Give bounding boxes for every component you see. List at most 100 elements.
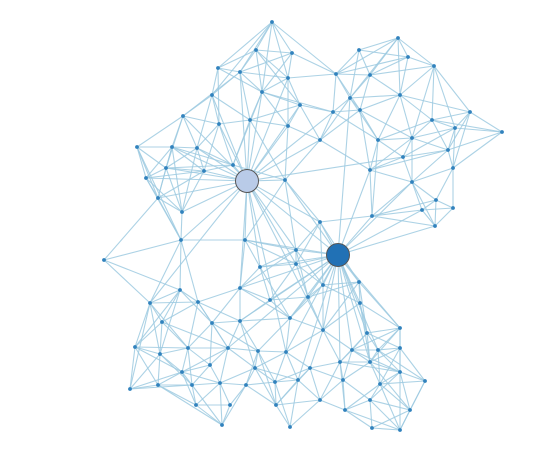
graph-edge	[187, 301, 199, 349]
graph-edge	[332, 111, 379, 141]
graph-edge	[239, 180, 248, 289]
graph-node	[216, 66, 220, 70]
graph-edge	[369, 371, 401, 401]
graph-node	[128, 387, 132, 391]
graph-edge	[217, 49, 257, 69]
graph-edge	[377, 137, 413, 141]
graph-edge	[246, 91, 263, 182]
graph-edge	[289, 399, 321, 428]
graph-edge	[136, 115, 184, 148]
graph-edge	[344, 409, 373, 429]
graph-node	[283, 178, 287, 182]
graph-edge	[246, 180, 339, 256]
graph-node	[179, 238, 183, 242]
graph-node	[160, 320, 164, 324]
graph-edge	[195, 382, 221, 406]
graph-edge	[399, 94, 433, 121]
graph-edge	[255, 49, 289, 79]
graph-edge	[335, 73, 371, 76]
graph-node	[210, 93, 214, 97]
graph-edge	[157, 146, 173, 199]
graph-node	[290, 51, 294, 55]
graph-edge	[211, 67, 219, 96]
graph-edge	[295, 263, 309, 298]
graph-node	[368, 73, 372, 77]
graph-edge	[196, 147, 234, 166]
graph-edge	[411, 181, 437, 201]
graph-edge	[431, 65, 435, 121]
graph-edge	[319, 399, 346, 411]
graph-edge	[187, 347, 211, 366]
graph-edge	[339, 361, 401, 373]
graph-edge	[181, 371, 193, 386]
graph-edge	[254, 351, 287, 369]
graph-edge	[371, 409, 411, 429]
graph-edge	[149, 180, 248, 304]
graph-edge	[197, 287, 241, 303]
graph-edge	[289, 379, 299, 428]
graph-edge	[369, 169, 373, 217]
graph-edge	[157, 353, 161, 386]
graph-node	[180, 370, 184, 374]
graph-edge	[181, 364, 211, 373]
node-layer	[102, 20, 504, 432]
graph-node	[270, 20, 274, 24]
graph-edge	[161, 301, 199, 323]
graph-edge	[344, 399, 371, 411]
graph-edge	[255, 49, 293, 54]
graph-edge	[319, 379, 344, 401]
graph-node	[343, 408, 347, 412]
graph-edge	[435, 167, 454, 201]
graph-node	[420, 208, 424, 212]
graph-edge	[289, 284, 324, 319]
graph-node	[396, 36, 400, 40]
graph-edge	[322, 302, 361, 331]
graph-edge	[274, 381, 291, 428]
graph-edge	[239, 320, 256, 369]
graph-edge	[274, 351, 287, 383]
graph-node	[468, 110, 472, 114]
graph-node	[321, 283, 325, 287]
graph-edge	[287, 52, 293, 79]
graph-edge	[227, 347, 259, 352]
graph-node	[217, 122, 221, 126]
graph-edge	[221, 404, 231, 426]
graph-edge	[431, 119, 503, 133]
graph-edge	[366, 327, 401, 334]
graph-edge	[377, 94, 401, 141]
graph-edge	[369, 399, 373, 429]
graph-node	[298, 103, 302, 107]
graph-edge	[219, 382, 247, 386]
graph-edge	[157, 180, 248, 199]
graph-edge	[165, 147, 198, 169]
graph-edge	[182, 115, 248, 182]
graph-edge	[181, 371, 197, 406]
graph-node	[318, 220, 322, 224]
graph-edge	[269, 263, 297, 301]
graph-edge	[134, 302, 151, 348]
graph-node	[294, 262, 298, 266]
graph-edge	[337, 209, 423, 256]
graph-edge	[337, 254, 368, 334]
graph-edge	[335, 73, 361, 111]
graph-node	[274, 403, 278, 407]
graph-edge	[246, 180, 261, 268]
graph-edge	[239, 71, 289, 79]
graph-edge	[129, 353, 161, 390]
graph-edge	[157, 170, 205, 199]
graph-node	[370, 214, 374, 218]
graph-node	[156, 383, 160, 387]
graph-node	[398, 428, 402, 432]
graph-edge	[261, 21, 273, 93]
graph-node	[433, 224, 437, 228]
graph-node	[368, 360, 372, 364]
graph-edge	[227, 320, 241, 349]
graph-edge	[239, 71, 248, 182]
graph-edge	[319, 111, 334, 141]
graph-edge	[319, 361, 341, 401]
graph-edge	[103, 259, 181, 291]
graph-edge	[271, 21, 337, 75]
graph-edge	[191, 382, 221, 386]
graph-edge	[165, 164, 234, 169]
graph-edge	[433, 65, 471, 113]
